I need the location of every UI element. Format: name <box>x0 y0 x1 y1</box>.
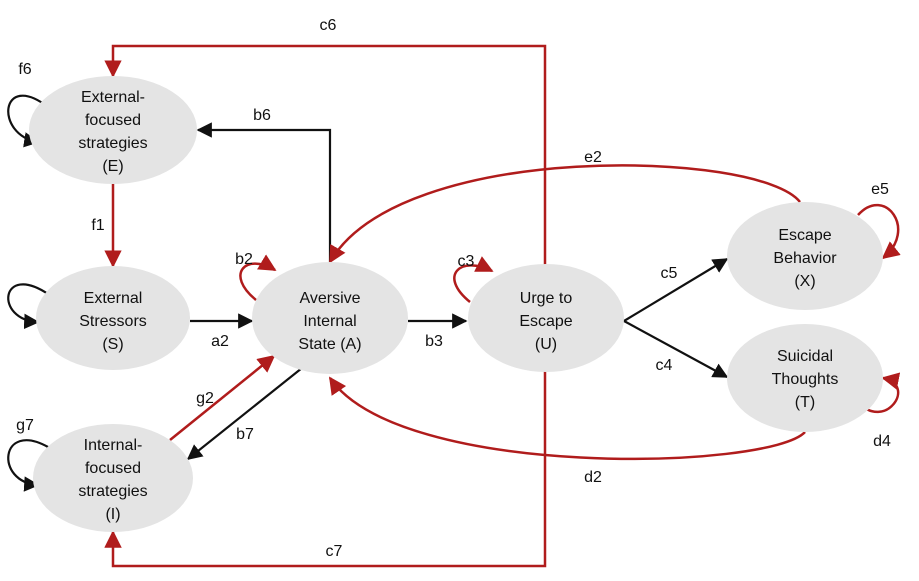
loop-g7-arrow <box>7 439 49 492</box>
edge-d2-arrow <box>328 376 806 461</box>
node-i-line-4: (I) <box>105 506 120 523</box>
loop-b2-arrow <box>239 254 277 301</box>
node-s-line-2: Stressors <box>79 313 147 330</box>
label-e5: e5 <box>871 181 889 198</box>
edge-b6-arrow <box>196 122 332 263</box>
node-s-line-1: External <box>84 290 143 307</box>
label-g2: g2 <box>196 390 214 407</box>
node-internal-focused-strategies: Internal- focused strategies (I) <box>33 424 193 532</box>
label-b3: b3 <box>425 333 443 350</box>
node-i-line-2: focused <box>85 460 141 477</box>
node-u-line-2: Escape <box>519 313 572 330</box>
node-aversive-internal-state: Aversive Internal State (A) <box>252 262 408 374</box>
label-b7: b7 <box>236 426 254 443</box>
node-external-focused-strategies: External- focused strategies (E) <box>29 76 197 184</box>
label-d2: d2 <box>584 469 602 486</box>
node-a-line-2: Internal <box>303 313 356 330</box>
label-e2: e2 <box>584 149 602 166</box>
label-b6: b6 <box>253 107 271 124</box>
loop-s-arrow <box>7 283 49 330</box>
edge-c4-arrow <box>623 320 729 378</box>
node-suicidal-thoughts: Suicidal Thoughts (T) <box>727 324 883 432</box>
label-g7: g7 <box>16 417 34 434</box>
node-e-line-1: External- <box>81 89 145 106</box>
loop-f6-arrow <box>7 94 49 148</box>
node-e-line-3: strategies <box>78 135 147 152</box>
edge-g2-arrow <box>169 354 276 441</box>
label-b2: b2 <box>235 251 253 268</box>
edge-b7-arrow <box>186 367 303 460</box>
node-s-line-3: (S) <box>102 336 123 353</box>
node-a-line-3: State (A) <box>298 336 361 353</box>
edge-c5-arrow <box>623 258 729 322</box>
edge-c7-arrow <box>104 355 547 568</box>
label-c3: c3 <box>458 253 475 270</box>
node-e-line-4: (E) <box>102 158 123 175</box>
node-e-line-2: focused <box>85 112 141 129</box>
node-external-stressors: External Stressors (S) <box>36 266 190 370</box>
node-t-line-3: (T) <box>795 394 815 411</box>
node-t-line-1: Suicidal <box>777 348 833 365</box>
node-i-line-1: Internal- <box>84 437 143 454</box>
label-c7: c7 <box>326 543 343 560</box>
label-c4: c4 <box>656 357 673 374</box>
label-c6: c6 <box>320 17 337 34</box>
label-a2: a2 <box>211 333 229 350</box>
node-u-line-1: Urge to <box>520 290 573 307</box>
edge-e2-arrow <box>328 164 801 264</box>
label-f1: f1 <box>91 217 104 234</box>
label-f6: f6 <box>18 61 31 78</box>
label-d4: d4 <box>873 433 891 450</box>
edge-c6-arrow <box>104 44 547 285</box>
loop-e5-arrow <box>857 203 901 260</box>
node-escape-behavior: Escape Behavior (X) <box>727 202 883 310</box>
node-i-line-3: strategies <box>78 483 147 500</box>
node-a-line-1: Aversive <box>299 290 360 307</box>
node-x-line-1: Escape <box>778 227 831 244</box>
label-c5: c5 <box>661 265 678 282</box>
loop-c3-arrow <box>453 256 494 303</box>
node-x-line-3: (X) <box>794 273 815 290</box>
node-urge-to-escape: Urge to Escape (U) <box>468 264 624 372</box>
node-u-line-3: (U) <box>535 336 557 353</box>
node-t-line-2: Thoughts <box>772 371 839 388</box>
node-x-line-2: Behavior <box>773 250 837 267</box>
